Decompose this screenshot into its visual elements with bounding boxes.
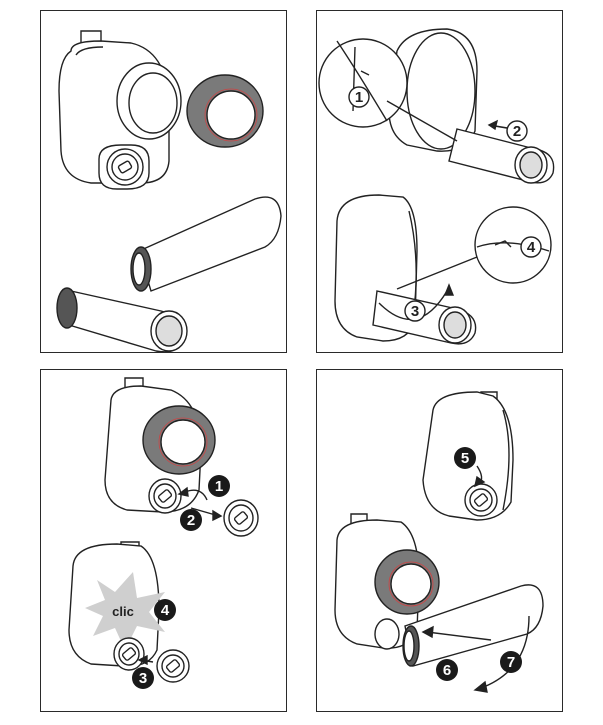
- step-7-badge-black: 7: [500, 651, 522, 673]
- panel-tube-rotation: 5 6 7: [316, 369, 563, 712]
- siphon-body-bottom: [334, 513, 440, 650]
- arrow-3: [137, 654, 148, 666]
- step-5-badge-black: 5: [454, 447, 476, 469]
- pointer-line-4: [396, 256, 478, 290]
- detail-circle-1: [318, 38, 408, 128]
- tube-bottom: [372, 290, 477, 345]
- siphon-body-top: [388, 28, 478, 152]
- step-2-badge-black: 2: [180, 509, 202, 531]
- arrow-5: [474, 475, 486, 488]
- step-6-badge-black: 6: [436, 659, 458, 681]
- panel-tube-fitting: 1 2 3 4: [316, 10, 563, 353]
- siphon-body: [58, 30, 182, 190]
- cap-loose: [156, 649, 190, 683]
- cap-top: [223, 499, 259, 537]
- clic-star: clic: [85, 572, 165, 650]
- svg-text:3: 3: [139, 670, 147, 687]
- tube-upper: [130, 196, 282, 292]
- step-1-badge-black: 1: [208, 475, 230, 497]
- gasket-ring: [186, 74, 264, 148]
- panel-cap-fitting: 1 2 clic 4 3: [40, 369, 287, 712]
- svg-text:2: 2: [187, 512, 195, 529]
- cap-inserted: [113, 637, 145, 671]
- step-4-badge: 4: [520, 236, 542, 258]
- step-2-badge: 2: [506, 120, 528, 142]
- step-4-badge-black: 4: [154, 599, 176, 621]
- arrow-2: [212, 509, 223, 522]
- arrow-1: [177, 486, 189, 497]
- svg-text:1: 1: [355, 89, 363, 106]
- step-1-badge: 1: [348, 86, 370, 108]
- svg-text:3: 3: [411, 303, 419, 320]
- svg-text:6: 6: [443, 662, 451, 679]
- svg-text:7: 7: [507, 654, 515, 671]
- pointer-line-1: [386, 100, 458, 142]
- tube-lower: [56, 287, 188, 352]
- svg-text:2: 2: [513, 123, 521, 140]
- svg-text:4: 4: [527, 239, 536, 256]
- step-3-badge-black: 3: [132, 667, 154, 689]
- svg-text:clic: clic: [112, 604, 134, 619]
- arrow-6: [421, 625, 434, 639]
- panel-parts-overview: [40, 10, 287, 353]
- tube-top: [448, 128, 555, 184]
- svg-text:4: 4: [161, 602, 170, 619]
- step-3-badge: 3: [404, 300, 426, 322]
- svg-text:1: 1: [215, 478, 223, 495]
- siphon-body-top: [104, 377, 216, 514]
- tube-attached: [402, 584, 544, 667]
- svg-text:5: 5: [461, 450, 469, 467]
- arrow-7: [473, 680, 488, 693]
